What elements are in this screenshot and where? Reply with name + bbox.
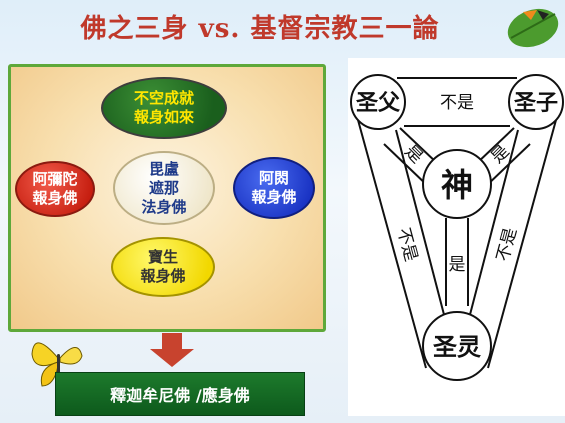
- father-son-relation: 不是: [440, 93, 474, 113]
- slide-title: 佛之三身 vs. 基督宗教三一論: [80, 14, 440, 44]
- father-spirit-relation: 不是: [393, 226, 421, 264]
- node-akshobhya: 阿閦 報身佛: [233, 157, 315, 219]
- butterfly-icon: [31, 342, 83, 387]
- spoke-son-god-a: [475, 127, 515, 165]
- god-label: 神: [441, 166, 473, 204]
- circle-son: [508, 74, 564, 130]
- sakyamuni-label: 釋迦牟尼佛 /應身佛: [110, 386, 250, 405]
- node-ratnasambhava-label: 寶生 報身佛: [140, 248, 186, 285]
- node-vairocana-label: 毘盧 遮那 法身佛: [141, 159, 187, 216]
- spirit-label: 圣灵: [433, 333, 481, 361]
- son-label: 圣子: [514, 91, 558, 116]
- son-spirit-relation: 不是: [493, 226, 521, 264]
- node-amoghasiddhi: 不空成就 報身如來: [101, 77, 227, 139]
- trinity-diagram: 圣父 圣子 神 圣灵 不是 是 是 是 不是 不是: [348, 58, 565, 416]
- father-label: 圣父: [356, 91, 401, 116]
- spoke-father-god-a: [399, 127, 439, 165]
- sakyamuni-box: 釋迦牟尼佛 /應身佛: [55, 372, 305, 416]
- down-arrow-icon: [150, 333, 194, 367]
- leaf-butterfly-icon: [507, 8, 559, 48]
- node-amitabha-label: 阿彌陀 報身佛: [32, 170, 78, 207]
- node-vairocana: 毘盧 遮那 法身佛: [113, 151, 215, 225]
- spirit-god-relation: 是: [449, 255, 466, 275]
- five-buddhas-panel: 不空成就 報身如來 阿彌陀 報身佛 阿閦 報身佛 毘盧 遮那 法身佛 寶生 報身…: [8, 64, 326, 332]
- node-ratnasambhava: 寶生 報身佛: [111, 237, 215, 297]
- circle-father: [350, 74, 406, 130]
- node-akshobhya-label: 阿閦 報身佛: [251, 169, 297, 206]
- circle-god: [422, 149, 492, 219]
- node-amitabha: 阿彌陀 報身佛: [15, 161, 95, 217]
- node-amoghasiddhi-label: 不空成就 報身如來: [133, 89, 194, 126]
- edge-father-spirit-outer: [357, 119, 427, 369]
- edge-son-spirit-outer: [487, 119, 557, 369]
- circle-spirit: [422, 311, 492, 381]
